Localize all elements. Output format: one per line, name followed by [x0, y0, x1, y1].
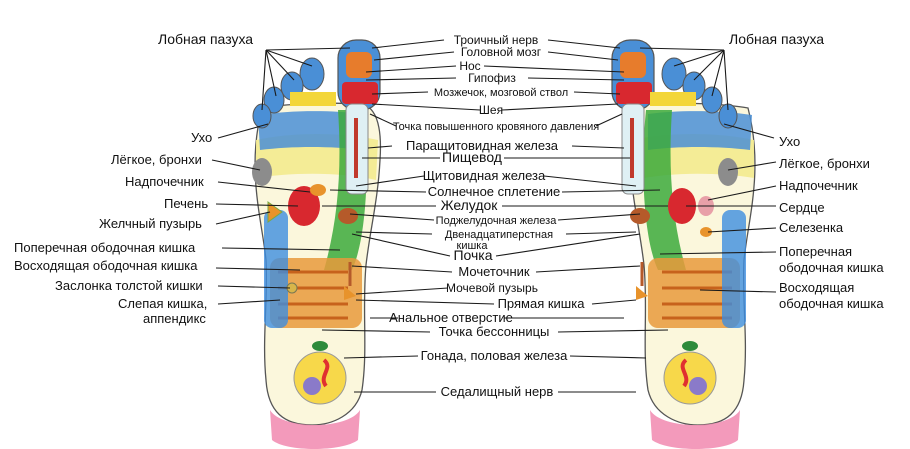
- label-spleen: Селезенка: [779, 220, 844, 235]
- label-ileocecal-valve: Заслонка толстой кишки: [55, 278, 203, 293]
- label-stomach: Желудок: [441, 197, 499, 213]
- label-gonad: Гонада, половая железа: [421, 348, 568, 363]
- label-sciatic-nerve: Седалищный нерв: [441, 384, 554, 399]
- label-esophagus: Пищевод: [442, 149, 502, 165]
- label-nose: Нос: [459, 59, 480, 73]
- label-rectum: Прямая кишка: [498, 296, 586, 311]
- label-frontal-sinus-right: Лобная пазуха: [729, 31, 824, 47]
- label-pancreas: Поджелудочная железа: [436, 215, 558, 227]
- label-adrenal-left: Надпочечник: [125, 174, 204, 189]
- leader-lines: [211, 39, 777, 393]
- label-lung-right: Лёгкое, бронхи: [779, 156, 870, 171]
- label-appendix-line2: аппендикс: [143, 311, 206, 326]
- label-insomnia-point: Точка бессонницы: [439, 324, 550, 339]
- label-cerebellum: Мозжечок, мозговой ствол: [434, 87, 568, 99]
- left-labels: Лобная пазуха Ухо Лёгкое, бронхи Надпоче…: [14, 31, 253, 326]
- label-frontal-sinus-left: Лобная пазуха: [158, 31, 253, 47]
- label-ascending-colon-left: Восходящая ободочная кишка: [14, 258, 198, 273]
- label-solar-plexus: Солнечное сплетение: [428, 184, 561, 199]
- label-bladder: Мочевой пузырь: [446, 281, 538, 295]
- right-foot: [611, 39, 757, 449]
- label-ascending-colon-right-line2: ободочная кишка: [779, 296, 884, 311]
- label-appendix-line1: Слепая кишка,: [118, 296, 207, 311]
- label-duodenum-line2: кишка: [457, 240, 489, 252]
- center-labels: Троичный нерв Головной мозг Нос Гипофиз …: [389, 33, 599, 399]
- label-adrenal-right: Надпочечник: [779, 178, 858, 193]
- label-kidney: Почка: [453, 247, 492, 263]
- label-transverse-colon-left: Поперечная ободочная кишка: [14, 240, 196, 255]
- label-ureter: Мочеточник: [458, 264, 529, 279]
- label-transverse-colon-right-line2: ободочная кишка: [779, 260, 884, 275]
- label-brain: Головной мозг: [461, 45, 542, 59]
- left-foot: [252, 39, 383, 449]
- label-liver: Печень: [164, 196, 208, 211]
- label-neck: Шея: [479, 103, 503, 117]
- label-blood-pressure-point: Точка повышенного кровяного давления: [393, 121, 599, 133]
- label-parathyroid: Паращитовидная железа: [406, 138, 559, 153]
- label-heart: Сердце: [779, 200, 825, 215]
- label-lung-left: Лёгкое, бронхи: [111, 152, 202, 167]
- label-transverse-colon-right-line1: Поперечная: [779, 244, 852, 259]
- label-trigeminal-nerve: Троичный нерв: [454, 33, 539, 47]
- label-thyroid: Щитовидная железа: [423, 168, 546, 183]
- label-anus: Анальное отверстие: [389, 310, 513, 325]
- label-gallbladder: Желчный пузырь: [99, 216, 202, 231]
- label-ear-right: Ухо: [779, 134, 800, 149]
- label-duodenum-line1: Двенадцатиперстная: [445, 229, 553, 241]
- label-pituitary: Гипофиз: [468, 71, 516, 85]
- label-ear-left: Ухо: [191, 130, 212, 145]
- right-labels: Лобная пазуха Ухо Лёгкое, бронхи Надпоче…: [729, 31, 884, 311]
- label-ascending-colon-right-line1: Восходящая: [779, 280, 854, 295]
